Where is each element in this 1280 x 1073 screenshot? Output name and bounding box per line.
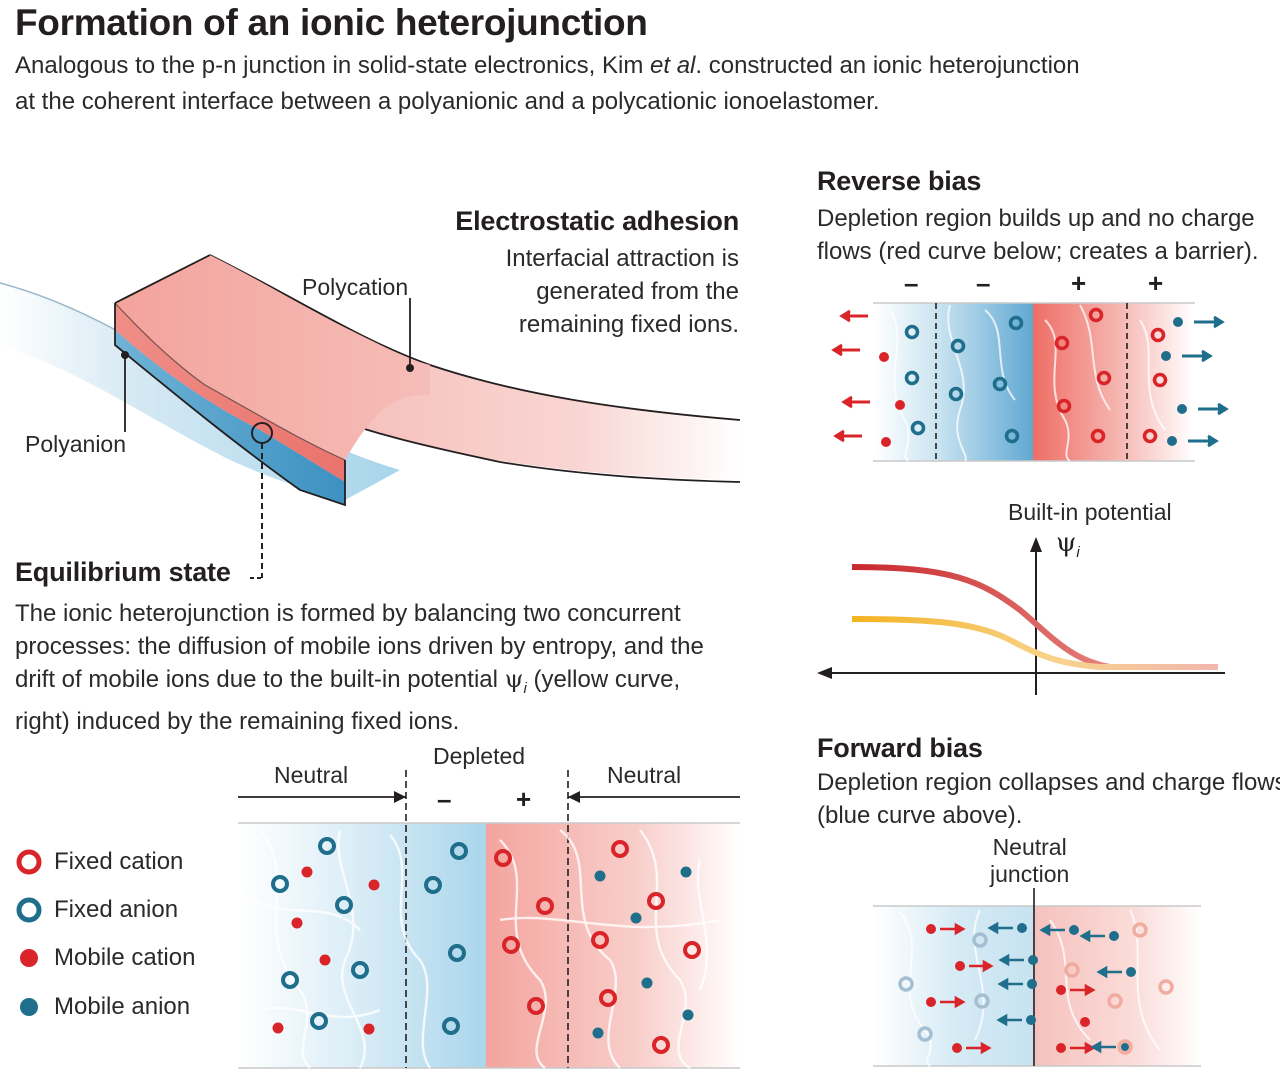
rev-sign-4: +: [1148, 268, 1164, 298]
ribbon-illustration: [0, 254, 741, 579]
legend-fixed-cation: Fixed cation: [14, 845, 183, 879]
eq-plus-sign: +: [516, 784, 532, 814]
forward-bias-panel: [873, 888, 1201, 1067]
fixed-anion-icon: [16, 897, 42, 923]
mobile-cation-icon: [20, 949, 38, 967]
eq-minus-sign: –: [437, 784, 452, 814]
reverse-bias-text: Depletion region builds up and no charge…: [817, 205, 1259, 265]
equilibrium-diagram: [238, 770, 740, 1070]
reverse-bias-panel: [831, 302, 1229, 462]
potential-label: Built-in potential: [1008, 499, 1172, 525]
rev-sign-2: –: [976, 268, 991, 298]
legend-fixed-anion: Fixed anion: [14, 893, 178, 927]
reverse-bias-curve: [851, 564, 1218, 670]
reverse-bias-heading: Reverse bias: [817, 166, 982, 196]
equilibrium-text: The ionic heterojunction is formed by ba…: [15, 600, 704, 735]
rev-sign-1: –: [904, 268, 919, 298]
forward-bias-text: Depletion region collapses and charge fl…: [817, 769, 1280, 829]
eq-neutral-left-label: Neutral: [274, 762, 349, 788]
fixed-cation-icon: [16, 849, 42, 875]
polycation-label: Polycation: [302, 274, 409, 300]
built-in-potential-curve: [851, 616, 1218, 670]
eq-neutral-right-label: Neutral: [607, 762, 682, 788]
intro-line-2: at the coherent interface between a poly…: [15, 88, 880, 115]
forward-bias-heading: Forward bias: [817, 733, 983, 763]
mobile-anion-icon: [20, 998, 38, 1016]
polyanion-label: Polyanion: [25, 431, 127, 457]
intro-line-1: Analogous to the p-n junction in solid-s…: [15, 52, 1080, 79]
eq-depleted-label: Depleted: [433, 743, 526, 769]
equilibrium-heading: Equilibrium state: [15, 557, 231, 587]
potential-symbol: ψi: [1056, 528, 1080, 562]
potential-plot: [817, 537, 1225, 695]
rev-sign-3: +: [1071, 268, 1087, 298]
legend-mobile-anion: Mobile anion: [14, 990, 190, 1024]
legend-mobile-cation: Mobile cation: [14, 941, 195, 975]
figure-title: Formation of an ionic heterojunction: [15, 2, 648, 43]
adhesion-heading: Electrostatic adhesion: [455, 206, 739, 236]
